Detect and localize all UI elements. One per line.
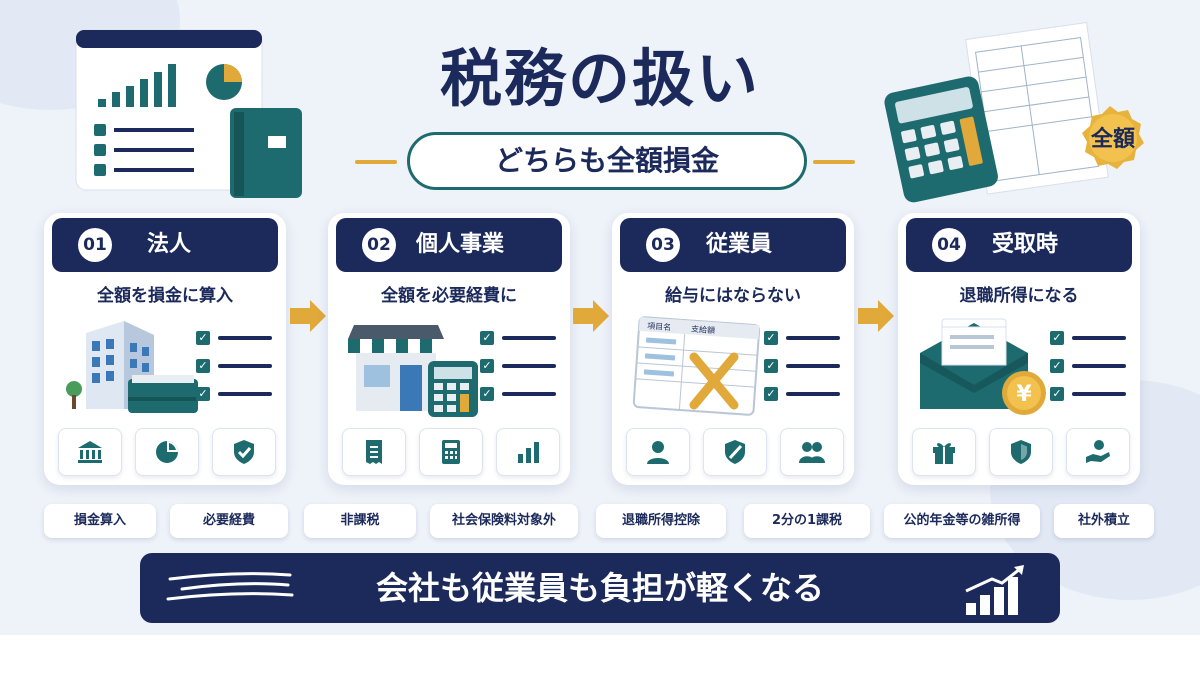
icon-row: [342, 428, 560, 476]
infographic-canvas: 税務の扱い どちらも全額損金 全額: [0, 0, 1200, 635]
check-icon: ✓: [1050, 359, 1064, 373]
arrow-right-icon: [858, 300, 894, 332]
card-number: 01: [78, 228, 112, 262]
subtitle-wrap: どちらも全額損金: [355, 132, 855, 190]
icon-row: [58, 428, 276, 476]
tag-social-insurance-exempt: 社会保険料対象外: [430, 504, 578, 538]
office-building-icon: [66, 321, 198, 413]
banner-text: 会社も従業員も負担が軽くなる: [375, 569, 824, 607]
card-header: 03 従業員: [620, 218, 846, 272]
tag-half-taxation: 2分の1課税: [744, 504, 870, 538]
icon-row: [626, 428, 844, 476]
check-icon: ✓: [196, 359, 210, 373]
check-icon: ✓: [764, 331, 778, 345]
checklist: ✓ ✓ ✓: [480, 329, 560, 413]
arrow-right-icon: [290, 300, 326, 332]
check-icon: ✓: [764, 387, 778, 401]
report-chart-icon: [75, 29, 302, 198]
shield-icon: [989, 428, 1053, 476]
gift-icon: [912, 428, 976, 476]
calculator-document-icon: 全額: [884, 21, 1144, 203]
card-description: 全額を損金に算入: [97, 286, 233, 306]
card-header: 01 法人: [52, 218, 278, 272]
check-icon: ✓: [480, 331, 494, 345]
arrow-right-icon: [573, 300, 609, 332]
tag-retirement-deduction: 退職所得控除: [596, 504, 726, 538]
speed-lines-icon: [166, 572, 294, 601]
card-on-receipt: 04 受取時 退職所得になる ¥ ✓ ✓ ✓: [898, 213, 1140, 485]
card-description: 給与にはならない: [665, 286, 801, 306]
calculator-icon: [419, 428, 483, 476]
shield-slash-icon: [703, 428, 767, 476]
card-header: 04 受取時: [906, 218, 1132, 272]
card-corporation: 01 法人 全額を損金に算入 ✓ ✓ ✓: [44, 213, 286, 485]
payslip-label-right: 支給額: [691, 324, 716, 336]
tag-deductible: 損金算入: [44, 504, 156, 538]
check-icon: ✓: [480, 359, 494, 373]
card-title: 法人: [147, 232, 192, 257]
tag-pension-misc-income: 公的年金等の雑所得: [884, 504, 1040, 538]
shield-check-icon: [212, 428, 276, 476]
tag-tax-exempt: 非課税: [304, 504, 416, 538]
receipt-icon: [342, 428, 406, 476]
check-icon: ✓: [196, 331, 210, 345]
growth-chart-icon: [965, 565, 1024, 615]
envelope-yen-icon: ¥: [920, 318, 1046, 415]
check-icon: ✓: [1050, 387, 1064, 401]
card-description: 退職所得になる: [959, 286, 1079, 306]
shop-icon: [348, 325, 478, 417]
checklist: ✓ ✓ ✓: [196, 329, 276, 413]
badge-text: 全額: [1090, 126, 1135, 152]
icon-row: [912, 428, 1130, 476]
card-title: 従業員: [706, 232, 773, 257]
card-number: 04: [932, 228, 966, 262]
card-number: 02: [362, 228, 396, 262]
person-icon: [626, 428, 690, 476]
bank-icon: [58, 428, 122, 476]
subtitle: どちらも全額損金: [407, 132, 807, 190]
card-sole-proprietor: 02 個人事業 全額を必要経費に ✓ ✓ ✓: [328, 213, 570, 485]
card-number: 03: [646, 228, 680, 262]
subtitle-divider-right: [813, 160, 855, 164]
check-icon: ✓: [196, 387, 210, 401]
card-description: 全額を必要経費に: [381, 286, 517, 306]
payslip-cross-icon: 項目名 支給額: [632, 316, 761, 416]
group-icon: [780, 428, 844, 476]
card-title: 個人事業: [416, 232, 505, 257]
payslip-label-left: 項目名: [647, 320, 672, 332]
check-icon: ✓: [764, 359, 778, 373]
tag-external-funding: 社外積立: [1054, 504, 1154, 538]
bar-chart-icon: [496, 428, 560, 476]
card-header: 02 個人事業: [336, 218, 562, 272]
card-employee: 03 従業員 給与にはならない 項目名 支給額 ✓ ✓ ✓: [612, 213, 854, 485]
page-title: 税務の扱い: [439, 42, 760, 115]
conclusion-banner: 会社も従業員も負担が軽くなる: [140, 553, 1060, 623]
check-icon: ✓: [480, 387, 494, 401]
check-icon: ✓: [1050, 331, 1064, 345]
subtitle-divider-left: [355, 160, 397, 164]
svg-text:¥: ¥: [1016, 382, 1032, 407]
card-title: 受取時: [992, 232, 1059, 257]
hand-person-icon: [1066, 428, 1130, 476]
pie-chart-icon: [135, 428, 199, 476]
checklist: ✓ ✓ ✓: [1050, 329, 1130, 413]
tag-necessary-expenses: 必要経費: [170, 504, 288, 538]
checklist: ✓ ✓ ✓: [764, 329, 844, 413]
